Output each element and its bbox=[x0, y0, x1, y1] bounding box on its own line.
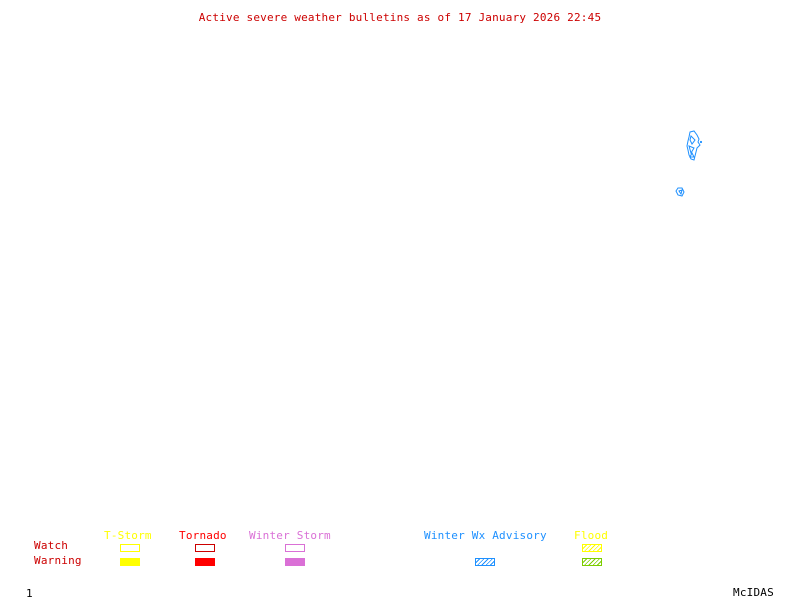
legend-header-tstorm: T-Storm bbox=[104, 529, 152, 542]
legend-flood-watch-swatch bbox=[582, 544, 602, 552]
advisory-area-south bbox=[675, 187, 685, 197]
legend-winter-storm-warning-swatch bbox=[285, 558, 305, 566]
legend-tstorm-warning-swatch bbox=[120, 558, 140, 566]
legend-tornado-warning-swatch bbox=[195, 558, 215, 566]
legend-row-warning: Warning bbox=[34, 554, 82, 567]
legend-winter-wx-advisory-warning-swatch bbox=[475, 558, 495, 566]
legend-header-flood: Flood bbox=[574, 529, 609, 542]
legend-tornado-watch-swatch bbox=[195, 544, 215, 552]
mcidas-label: McIDAS bbox=[733, 586, 774, 599]
legend-tstorm-watch-swatch bbox=[120, 544, 140, 552]
legend-flood-warning-swatch bbox=[582, 558, 602, 566]
legend-header-winter-storm: Winter Storm bbox=[249, 529, 331, 542]
legend-row-watch: Watch bbox=[34, 539, 69, 552]
legend-header-winter-wx-advisory: Winter Wx Advisory bbox=[424, 529, 547, 542]
legend-winter-storm-watch-swatch bbox=[285, 544, 305, 552]
legend-header-tornado: Tornado bbox=[179, 529, 227, 542]
frame-number: 1 bbox=[26, 587, 33, 600]
advisory-area-north bbox=[686, 130, 703, 161]
bulletin-title: Active severe weather bulletins as of 17… bbox=[198, 11, 602, 24]
